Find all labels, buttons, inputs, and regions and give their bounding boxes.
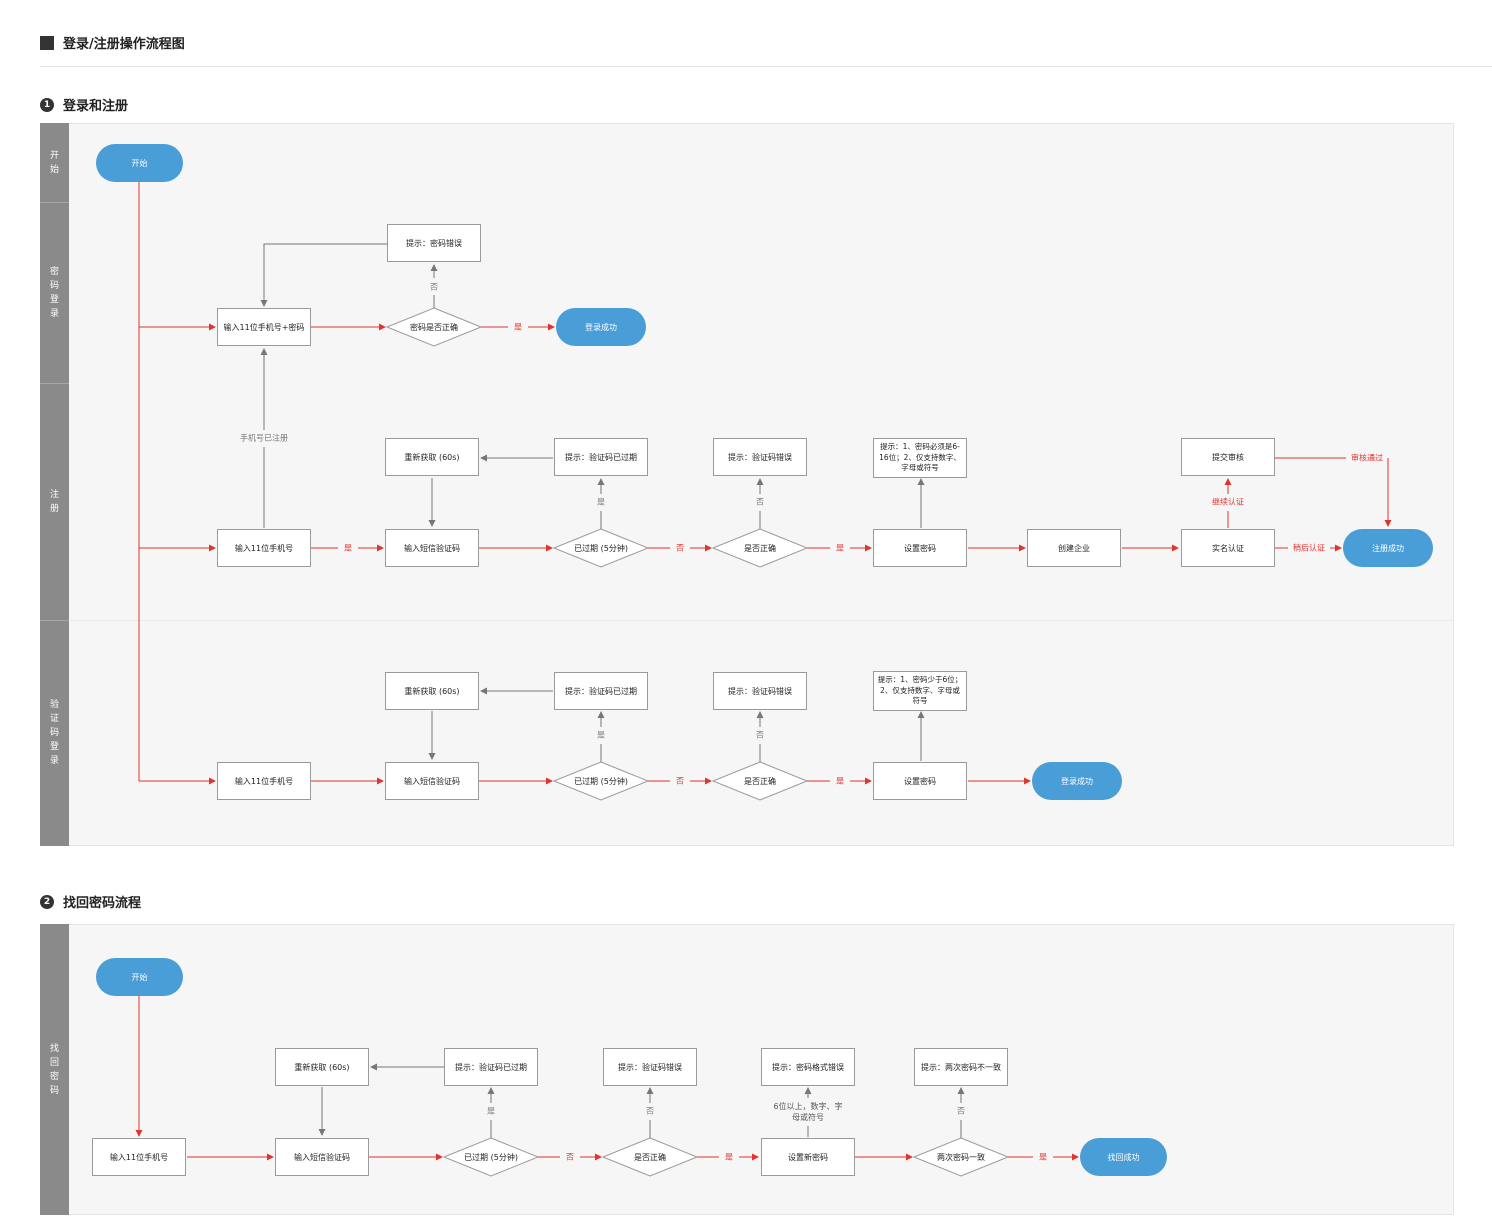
lane-label-start: 开始	[49, 150, 59, 175]
input-phone-password: 输入11位手机号+密码	[217, 308, 311, 346]
edge-label-no: 否	[646, 1106, 654, 1116]
decision-code-correct-label: 是否正确	[744, 776, 776, 786]
decision-code-expired-label: 已过期 (5分钟)	[574, 776, 628, 786]
tip-password-rule: 提示：1、密码少于6位；2、仅支持数字、字母或符号	[873, 671, 967, 711]
edge-label-yes: 是	[836, 543, 844, 553]
lane-divider	[40, 383, 69, 384]
decision-rc-correct	[601, 1137, 699, 1177]
lane-divider	[40, 620, 69, 621]
start-terminal: 开始	[96, 144, 183, 182]
edge-label-password-rule: 6位以上，数字、字母或符号	[773, 1102, 843, 1122]
tip-code-error: 提示：验证码错误	[603, 1048, 697, 1086]
section-number-badge: 2	[40, 894, 54, 909]
section-title-2: 2 找回密码流程	[40, 892, 141, 911]
lane-divider	[40, 202, 69, 203]
edge-label-yes: 是	[597, 730, 605, 740]
edge-label-yes: 是	[514, 322, 522, 332]
decision-reg-correct	[711, 528, 809, 568]
edge-label-yes: 是	[487, 1106, 495, 1116]
login-success-terminal: 登录成功	[1032, 762, 1122, 800]
lane-label-register: 注册	[49, 489, 59, 514]
register-success-terminal: 注册成功	[1343, 529, 1433, 567]
set-password-box: 设置密码	[873, 762, 967, 800]
lane-header-column	[40, 924, 69, 1215]
start-terminal: 开始	[96, 958, 183, 996]
section-title-1: 1 登录和注册	[40, 95, 128, 114]
resend-code-box: 重新获取 (60s)	[275, 1048, 369, 1086]
decision-password-correct-label: 密码是否正确	[410, 322, 458, 332]
edge-label-continue-auth: 继续认证	[1212, 497, 1244, 507]
edge-label-no: 否	[756, 730, 764, 740]
tip-code-error: 提示：验证码错误	[713, 672, 807, 710]
page-title-text: 登录/注册操作流程图	[63, 37, 185, 52]
edge-label-yes: 是	[725, 1152, 733, 1162]
section-title-text: 登录和注册	[63, 99, 129, 114]
title-divider	[40, 66, 1492, 67]
edge-label-no: 否	[676, 776, 684, 786]
edge-label-yes: 是	[344, 543, 352, 553]
input-phone-code-login: 输入11位手机号	[217, 762, 311, 800]
edge-label-no: 否	[957, 1106, 965, 1116]
input-phone-recover: 输入11位手机号	[92, 1138, 186, 1176]
edge-label-yes: 是	[597, 497, 605, 507]
decision-code-correct-label: 是否正确	[634, 1152, 666, 1162]
lane-label-recover: 找回密码	[49, 1043, 59, 1096]
input-sms-code-register: 输入短信验证码	[385, 529, 479, 567]
tip-code-error: 提示：验证码错误	[713, 438, 807, 476]
tip-password-mismatch: 提示：两次密码不一致	[914, 1048, 1008, 1086]
resend-code-box: 重新获取 (60s)	[385, 672, 479, 710]
edge-label-phone-registered: 手机号已注册	[238, 431, 290, 445]
tip-password-format-error: 提示：密码格式错误	[761, 1048, 855, 1086]
tip-password-error: 提示：密码错误	[387, 224, 481, 262]
login-success-terminal: 登录成功	[556, 308, 646, 346]
lane-label-code-login: 验证码登录	[49, 700, 59, 766]
section-title-text: 找回密码流程	[63, 896, 142, 911]
input-phone-register: 输入11位手机号	[217, 529, 311, 567]
edge-label-no: 否	[566, 1152, 574, 1162]
edge-label-later-auth: 稍后认证	[1293, 543, 1325, 553]
decision-password-match-label: 两次密码一致	[937, 1152, 985, 1162]
edge-label-no: 否	[676, 543, 684, 553]
edge-label-no: 否	[756, 497, 764, 507]
create-company-box: 创建企业	[1027, 529, 1121, 567]
decision-code-expired-label: 已过期 (5分钟)	[574, 543, 628, 553]
submit-review-box: 提交审核	[1181, 438, 1275, 476]
decision-reg-expired	[552, 528, 650, 568]
tip-code-expired: 提示：验证码已过期	[444, 1048, 538, 1086]
section-number-badge: 1	[40, 97, 54, 112]
decision-pw-check	[385, 307, 483, 347]
real-name-auth-box: 实名认证	[1181, 529, 1275, 567]
page-title: 登录/注册操作流程图	[40, 33, 185, 52]
decision-code-expired-label: 已过期 (5分钟)	[464, 1152, 518, 1162]
decision-code-correct-label: 是否正确	[744, 543, 776, 553]
decision-rc-same	[912, 1137, 1010, 1177]
set-password-box: 设置密码	[873, 529, 967, 567]
edge-label-no: 否	[430, 282, 438, 292]
resend-code-box: 重新获取 (60s)	[385, 438, 479, 476]
lane-divider	[69, 620, 1454, 621]
input-sms-code-recover: 输入短信验证码	[275, 1138, 369, 1176]
edge-label-yes: 是	[1039, 1152, 1047, 1162]
lane-label-password-login: 密码登录	[49, 266, 59, 319]
tip-password-rule: 提示：1、密码必须是6-16位；2、仅支持数字、字母或符号	[873, 438, 967, 478]
title-square-icon	[40, 35, 54, 50]
tip-code-expired: 提示：验证码已过期	[554, 438, 648, 476]
recover-success-terminal: 找回成功	[1080, 1138, 1167, 1176]
edge-label-yes: 是	[836, 776, 844, 786]
lane-header-column	[40, 123, 69, 846]
edge-label-approved: 审核通过	[1351, 453, 1383, 463]
decision-cl-expired	[552, 761, 650, 801]
set-new-password-box: 设置新密码	[761, 1138, 855, 1176]
decision-cl-correct	[711, 761, 809, 801]
decision-rc-expired	[442, 1137, 540, 1177]
tip-code-expired: 提示：验证码已过期	[554, 672, 648, 710]
input-sms-code-login: 输入短信验证码	[385, 762, 479, 800]
